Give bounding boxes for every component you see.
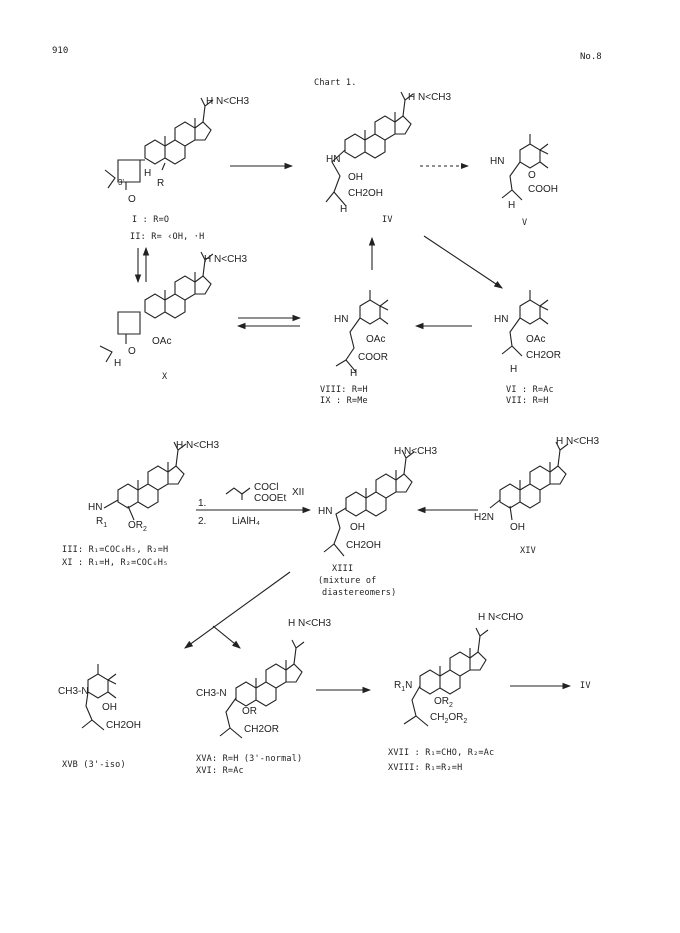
cooh-label-V: COOH	[528, 184, 558, 195]
or2-label-XVII: OR2	[434, 696, 453, 709]
h-label-IV: H	[340, 204, 348, 215]
reagent-cooet: COOEt	[254, 493, 287, 504]
compound-XVIII-label: XVIII: R₁=R₂=H	[388, 763, 463, 773]
compound-X-label: X	[162, 372, 168, 382]
h-label-I: H	[144, 168, 152, 179]
oac-label-X: OAc	[152, 336, 172, 347]
oh-label-XVB: OH	[102, 702, 117, 713]
h-label-V: H	[508, 200, 516, 211]
or2-label-III: OR2	[128, 520, 147, 533]
reagent-cocl: COCl	[254, 482, 279, 493]
oh-label-XIII: OH	[350, 522, 365, 533]
hn-label-VI: HN	[494, 314, 509, 325]
compound-XVA-label: XVA: R=H (3'-normal)	[196, 754, 303, 764]
h-label-VIII: H	[350, 368, 358, 379]
h-label-VI: H	[510, 364, 518, 375]
h-label-X: H	[114, 358, 122, 369]
hn-label-IV: HN	[326, 154, 341, 165]
ch2oh-label-XIII: CH2OH	[346, 540, 382, 551]
o-label-I: O	[128, 194, 136, 205]
compound-XIII-note2: diastereomers)	[322, 588, 397, 598]
h2n-label-XIV: H2N	[474, 512, 495, 523]
r1n-label-XVII: R1N	[394, 680, 413, 693]
compound-IV-end-label: IV	[580, 681, 591, 691]
compound-III-label: III: R₁=COC₆H₅, R₂=H	[62, 545, 169, 555]
o-label-X: O	[128, 346, 136, 357]
compound-XVII-label: XVII : R₁=CHO, R₂=Ac	[388, 748, 495, 758]
oac-label-VIII: OAc	[366, 334, 386, 345]
ch2or-label-VI: CH2OR	[526, 350, 562, 361]
page-number: 910	[52, 46, 69, 56]
or-label-XVA: OR	[242, 706, 257, 717]
compound-XI-label: XI : R₁=H, R₂=COC₆H₅	[62, 558, 169, 568]
ch2oh-label-XVB: CH2OH	[106, 720, 142, 731]
compound-XVB-label: XVB (3'-iso)	[62, 760, 126, 770]
reagent-lialh4: LiAlH₄	[232, 516, 260, 527]
nme2-label-I: H N<CH3	[206, 96, 250, 107]
ch2oh-label-IV: CH2OH	[348, 188, 384, 199]
compound-VIII-label: VIII: R=H	[320, 385, 368, 395]
hn-label-XIII: HN	[318, 506, 333, 517]
issue-label: No.8	[580, 52, 602, 62]
r-label-I: R	[157, 178, 165, 189]
oh-label-XIV: OH	[510, 522, 525, 533]
ch2or2-label-XVII: CH2OR2	[430, 712, 468, 725]
nme2-label-III: H N<CH3	[176, 440, 220, 451]
compound-XIII-label: XIII	[332, 564, 354, 574]
prime-label-I: 3'	[118, 178, 124, 187]
step1-label: 1.	[198, 498, 207, 509]
compound-IV-label: IV	[382, 215, 393, 225]
chart-title: Chart 1.	[314, 78, 357, 88]
nme2-label-XVA: H N<CH3	[288, 618, 332, 629]
hn-label-V: HN	[490, 156, 505, 167]
compound-VII-label: VII: R=H	[506, 396, 549, 406]
oh-label-IV: OH	[348, 172, 363, 183]
reagent-xii: XII	[292, 487, 305, 498]
ch2or-label-XVA: CH2OR	[244, 724, 280, 735]
compound-VI-label: VI : R=Ac	[506, 385, 554, 395]
nme2-label-XIII: H N<CH3	[394, 446, 438, 457]
hn-label-VIII: HN	[334, 314, 349, 325]
compound-II-label: II: R= ‹OH, ·H	[130, 232, 205, 242]
nme2-label-XIV: H N<CH3	[556, 436, 600, 447]
oac-label-VI: OAc	[526, 334, 546, 345]
compound-IX-label: IX : R=Me	[320, 396, 368, 406]
compound-XIV-label: XIV	[520, 546, 536, 556]
ch3n-label-XVA: CH3-N	[196, 688, 227, 699]
hn-label-III: HN	[88, 502, 103, 513]
compound-I-label: I : R=O	[132, 215, 170, 225]
nme2-label-IV: H N<CH3	[408, 92, 452, 103]
compound-V-label: V	[522, 218, 528, 228]
compound-XVI-label: XVI: R=Ac	[196, 766, 244, 776]
coor-label-VIII: COOR	[358, 352, 388, 363]
step2-label: 2.	[198, 516, 207, 527]
o-label-V: O	[528, 170, 536, 181]
nme2-label-X: H N<CH3	[204, 254, 248, 265]
ncho-label-XVII: H N<CHO	[478, 612, 524, 623]
compound-XIII-note1: (mixture of	[318, 576, 377, 586]
r1-label-III: R1	[96, 516, 108, 529]
ch3n-label-XVB: CH3-N	[58, 686, 89, 697]
